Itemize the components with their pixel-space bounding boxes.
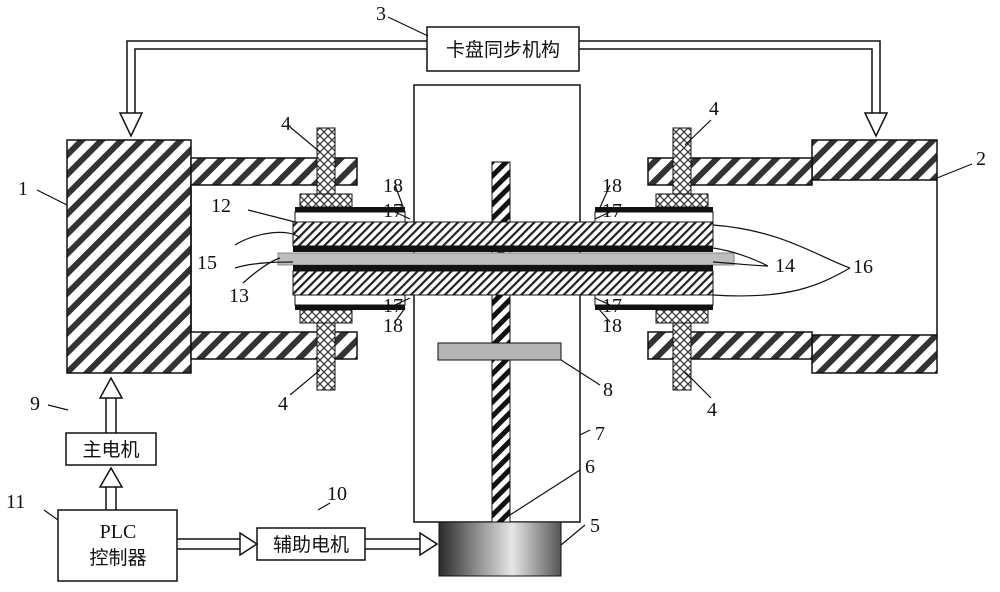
label-18b: 18 <box>602 175 622 197</box>
svg-text:主电机: 主电机 <box>82 439 139 461</box>
label-4b: 4 <box>709 98 719 120</box>
label-17d: 17 <box>602 295 622 317</box>
chuck-sync-label: 卡盘同步机构 <box>446 39 560 61</box>
label-17a: 17 <box>383 200 403 222</box>
right-chuck <box>647 139 938 374</box>
label-17b: 17 <box>602 200 622 222</box>
label-10: 10 <box>327 483 347 505</box>
aux-motor-box: 辅助电机 <box>256 527 366 561</box>
label-4a: 4 <box>281 113 291 135</box>
label-11: 11 <box>6 491 25 513</box>
label-13: 13 <box>229 285 249 307</box>
label-3: 3 <box>376 3 386 25</box>
lift-motor <box>438 521 562 577</box>
svg-text:辅助电机: 辅助电机 <box>273 534 349 556</box>
label-7: 7 <box>595 423 605 445</box>
number-labels: 1 2 3 4 4 4 4 5 6 7 8 9 10 11 12 13 14 1… <box>6 3 986 537</box>
left-chuck <box>66 139 358 374</box>
label-4c: 4 <box>278 393 288 415</box>
label-18d: 18 <box>602 315 622 337</box>
label-17c: 17 <box>383 295 403 317</box>
label-15: 15 <box>197 252 217 274</box>
screw-shaft <box>491 161 511 523</box>
label-18c: 18 <box>383 315 403 337</box>
label-6: 6 <box>585 456 595 478</box>
label-12: 12 <box>211 195 231 217</box>
svg-text:控制器: 控制器 <box>89 547 146 569</box>
leader-lines <box>36 16 973 546</box>
label-5: 5 <box>590 515 600 537</box>
tube-assembly <box>277 207 735 310</box>
clamp-bolts <box>299 127 709 391</box>
plc-controller-box: PLC 控制器 <box>57 509 178 582</box>
support-platform <box>437 342 562 361</box>
svg-text:PLC: PLC <box>100 521 137 543</box>
label-14: 14 <box>775 255 795 277</box>
label-2: 2 <box>976 148 986 170</box>
label-9: 9 <box>30 393 40 415</box>
label-8: 8 <box>603 379 613 401</box>
label-1: 1 <box>18 178 28 200</box>
main-motor-box: 主电机 <box>65 432 157 466</box>
label-18a: 18 <box>383 175 403 197</box>
sync-hollow-arrows <box>118 40 889 138</box>
label-4d: 4 <box>707 399 717 421</box>
chuck-sync-mechanism: 卡盘同步机构 <box>426 26 580 72</box>
label-16: 16 <box>853 256 873 278</box>
control-hollow-arrows <box>98 376 439 557</box>
